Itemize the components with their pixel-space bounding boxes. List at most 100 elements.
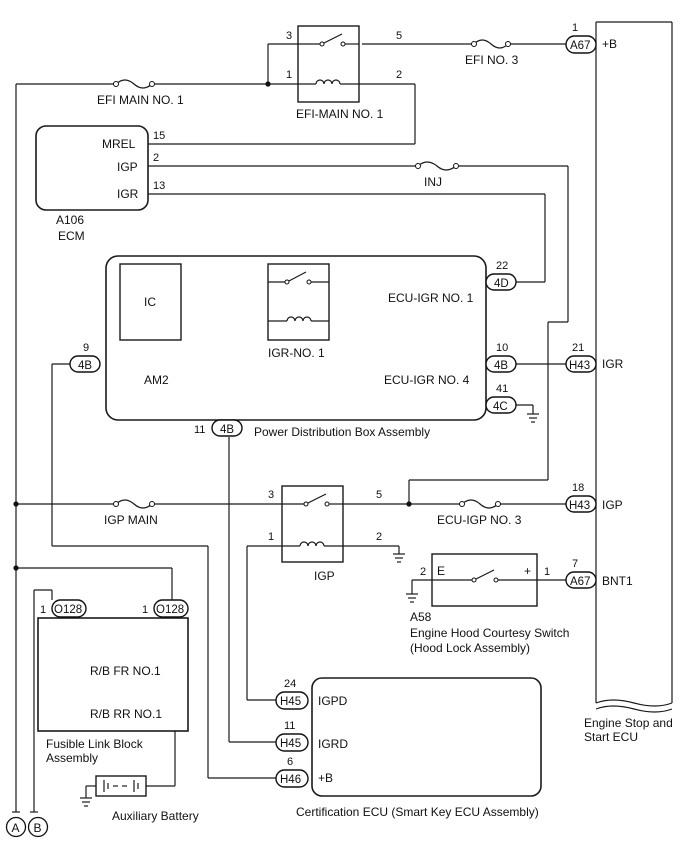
svg-text:4B: 4B [494,360,508,372]
stop-ecu-label-1: Engine Stop and [584,716,673,730]
fusible-pin-1b: 1 [142,604,148,616]
ecm-box [35,125,149,211]
efi-main-fuse-label: EFI MAIN NO. 1 [97,93,184,107]
stop-pin-1: 1 [572,22,578,34]
hood-e-label: E [437,564,445,578]
conn-o128-left: O128 [51,599,87,618]
stop-ecu-label-2: Start ECU [584,730,638,744]
ground-icon [393,553,405,563]
ground-icon [406,593,418,603]
conn-4b-right: 4B [485,355,517,373]
igr-relay-label: IGR-NO. 1 [268,346,325,360]
hood-pin-1: 1 [544,566,550,578]
fusible-label-1: Fusible Link Block [46,737,144,751]
svg-text:A67: A67 [570,40,590,52]
pdb-pin-10: 10 [496,342,508,354]
svg-text:H45: H45 [280,738,301,750]
hood-switch-label-1: Engine Hood Courtesy Switch [410,626,569,640]
hood-switch-code: A58 [410,610,432,624]
battery-icon [95,775,147,797]
hood-switch-label-2: (Hood Lock Assembly) [410,641,530,655]
conn-h45-igrd: H45 [275,733,309,752]
hood-plus-label: + [524,564,531,578]
svg-text:H43: H43 [569,360,590,372]
hood-courtesy-switch [431,553,538,607]
conn-h43-igp: H43 [565,495,597,513]
igp-relay-pin-3: 3 [268,489,274,501]
ecm-pin-13: 13 [153,180,165,192]
stop-ecu-pin-igr: IGR [602,357,624,371]
igp-main-label: IGP MAIN [104,513,158,527]
terminal-b-label: B [34,821,42,835]
conn-h46-b: H46 [275,769,309,788]
igp-relay [281,485,344,563]
stop-ecu-pin-igp: IGP [602,498,623,512]
pdb-pin-41: 41 [496,383,508,395]
pdb-pin-9: 9 [83,342,89,354]
svg-text:4C: 4C [493,401,508,413]
ecu-igr4-label: ECU-IGR NO. 4 [384,373,470,387]
aux-battery-label: Auxiliary Battery [112,809,199,823]
svg-text:H45: H45 [280,696,301,708]
cert-ecu-label: Certification ECU (Smart Key ECU Assembl… [296,805,539,819]
cert-pin-igrd: IGRD [318,737,348,751]
cert-pin-igpd: IGPD [318,694,348,708]
stop-ecu-pin-b: +B [602,37,617,51]
igr-relay [267,263,330,341]
pdb-label: Power Distribution Box Assembly [254,425,430,439]
stop-ecu-pin-bnt1: BNT1 [602,574,633,588]
ecm-pin-2: 2 [153,152,159,164]
terminal-a: A [5,811,27,838]
rb-fr-label: R/B FR NO.1 [90,664,161,678]
certification-ecu-box [311,677,542,797]
efi-main-relay [297,25,360,103]
fusible-link-block [37,617,189,732]
conn-4c: 4C [485,396,517,414]
svg-text:H43: H43 [569,500,590,512]
svg-text:4D: 4D [494,278,509,290]
conn-o128-right: O128 [153,599,189,618]
cert-pin-b: +B [318,771,333,785]
conn-a67-top: A67 [565,35,597,54]
fusible-pin-1a: 1 [40,604,46,616]
ecm-pin-mrel: MREL [102,137,136,151]
power-distribution-box [105,255,487,421]
cert-pin-24: 24 [284,678,296,690]
stop-pin-7: 7 [572,558,578,570]
stop-pin-21: 21 [572,342,584,354]
pdb-pin-11: 11 [194,424,205,436]
conn-a67-bnt1: A67 [565,571,597,589]
conn-4b-bottom: 4B [211,419,243,437]
fusible-label-2: Assembly [46,751,98,765]
ic-box [119,263,182,341]
stop-pin-18: 18 [572,482,584,494]
cert-pin-11: 11 [284,720,295,732]
ground-icon [80,797,92,807]
ic-label: IC [144,295,156,309]
terminal-a-label: A [12,821,20,835]
conn-4b-left: 4B [69,355,101,373]
igp-relay-pin-1: 1 [268,531,274,543]
ecm-pin-igp: IGP [117,160,138,174]
cert-pin-6: 6 [287,756,293,768]
rb-rr-label: R/B RR NO.1 [90,707,162,721]
ecm-code: A106 [56,213,84,227]
ecm-pin-igr: IGR [117,187,139,201]
efi-main-relay-label: EFI-MAIN NO. 1 [296,107,384,121]
hood-pin-2: 2 [420,566,426,578]
svg-text:O128: O128 [156,604,184,616]
relay1-pin-5: 5 [396,30,402,42]
svg-text:4B: 4B [220,424,234,436]
am2-label: AM2 [144,373,169,387]
svg-text:A67: A67 [570,576,590,588]
svg-text:4B: 4B [78,360,92,372]
engine-stop-start-ecu: Engine Stop and Start ECU [584,21,673,744]
igp-relay-pin-2: 2 [376,531,382,543]
ecm-pin-15: 15 [153,130,165,142]
conn-4d: 4D [485,273,517,291]
conn-h45-igpd: H45 [275,691,309,710]
efi3-fuse-label: EFI NO. 3 [465,53,519,67]
svg-text:H46: H46 [280,774,301,786]
relay1-pin-2: 2 [396,69,402,81]
